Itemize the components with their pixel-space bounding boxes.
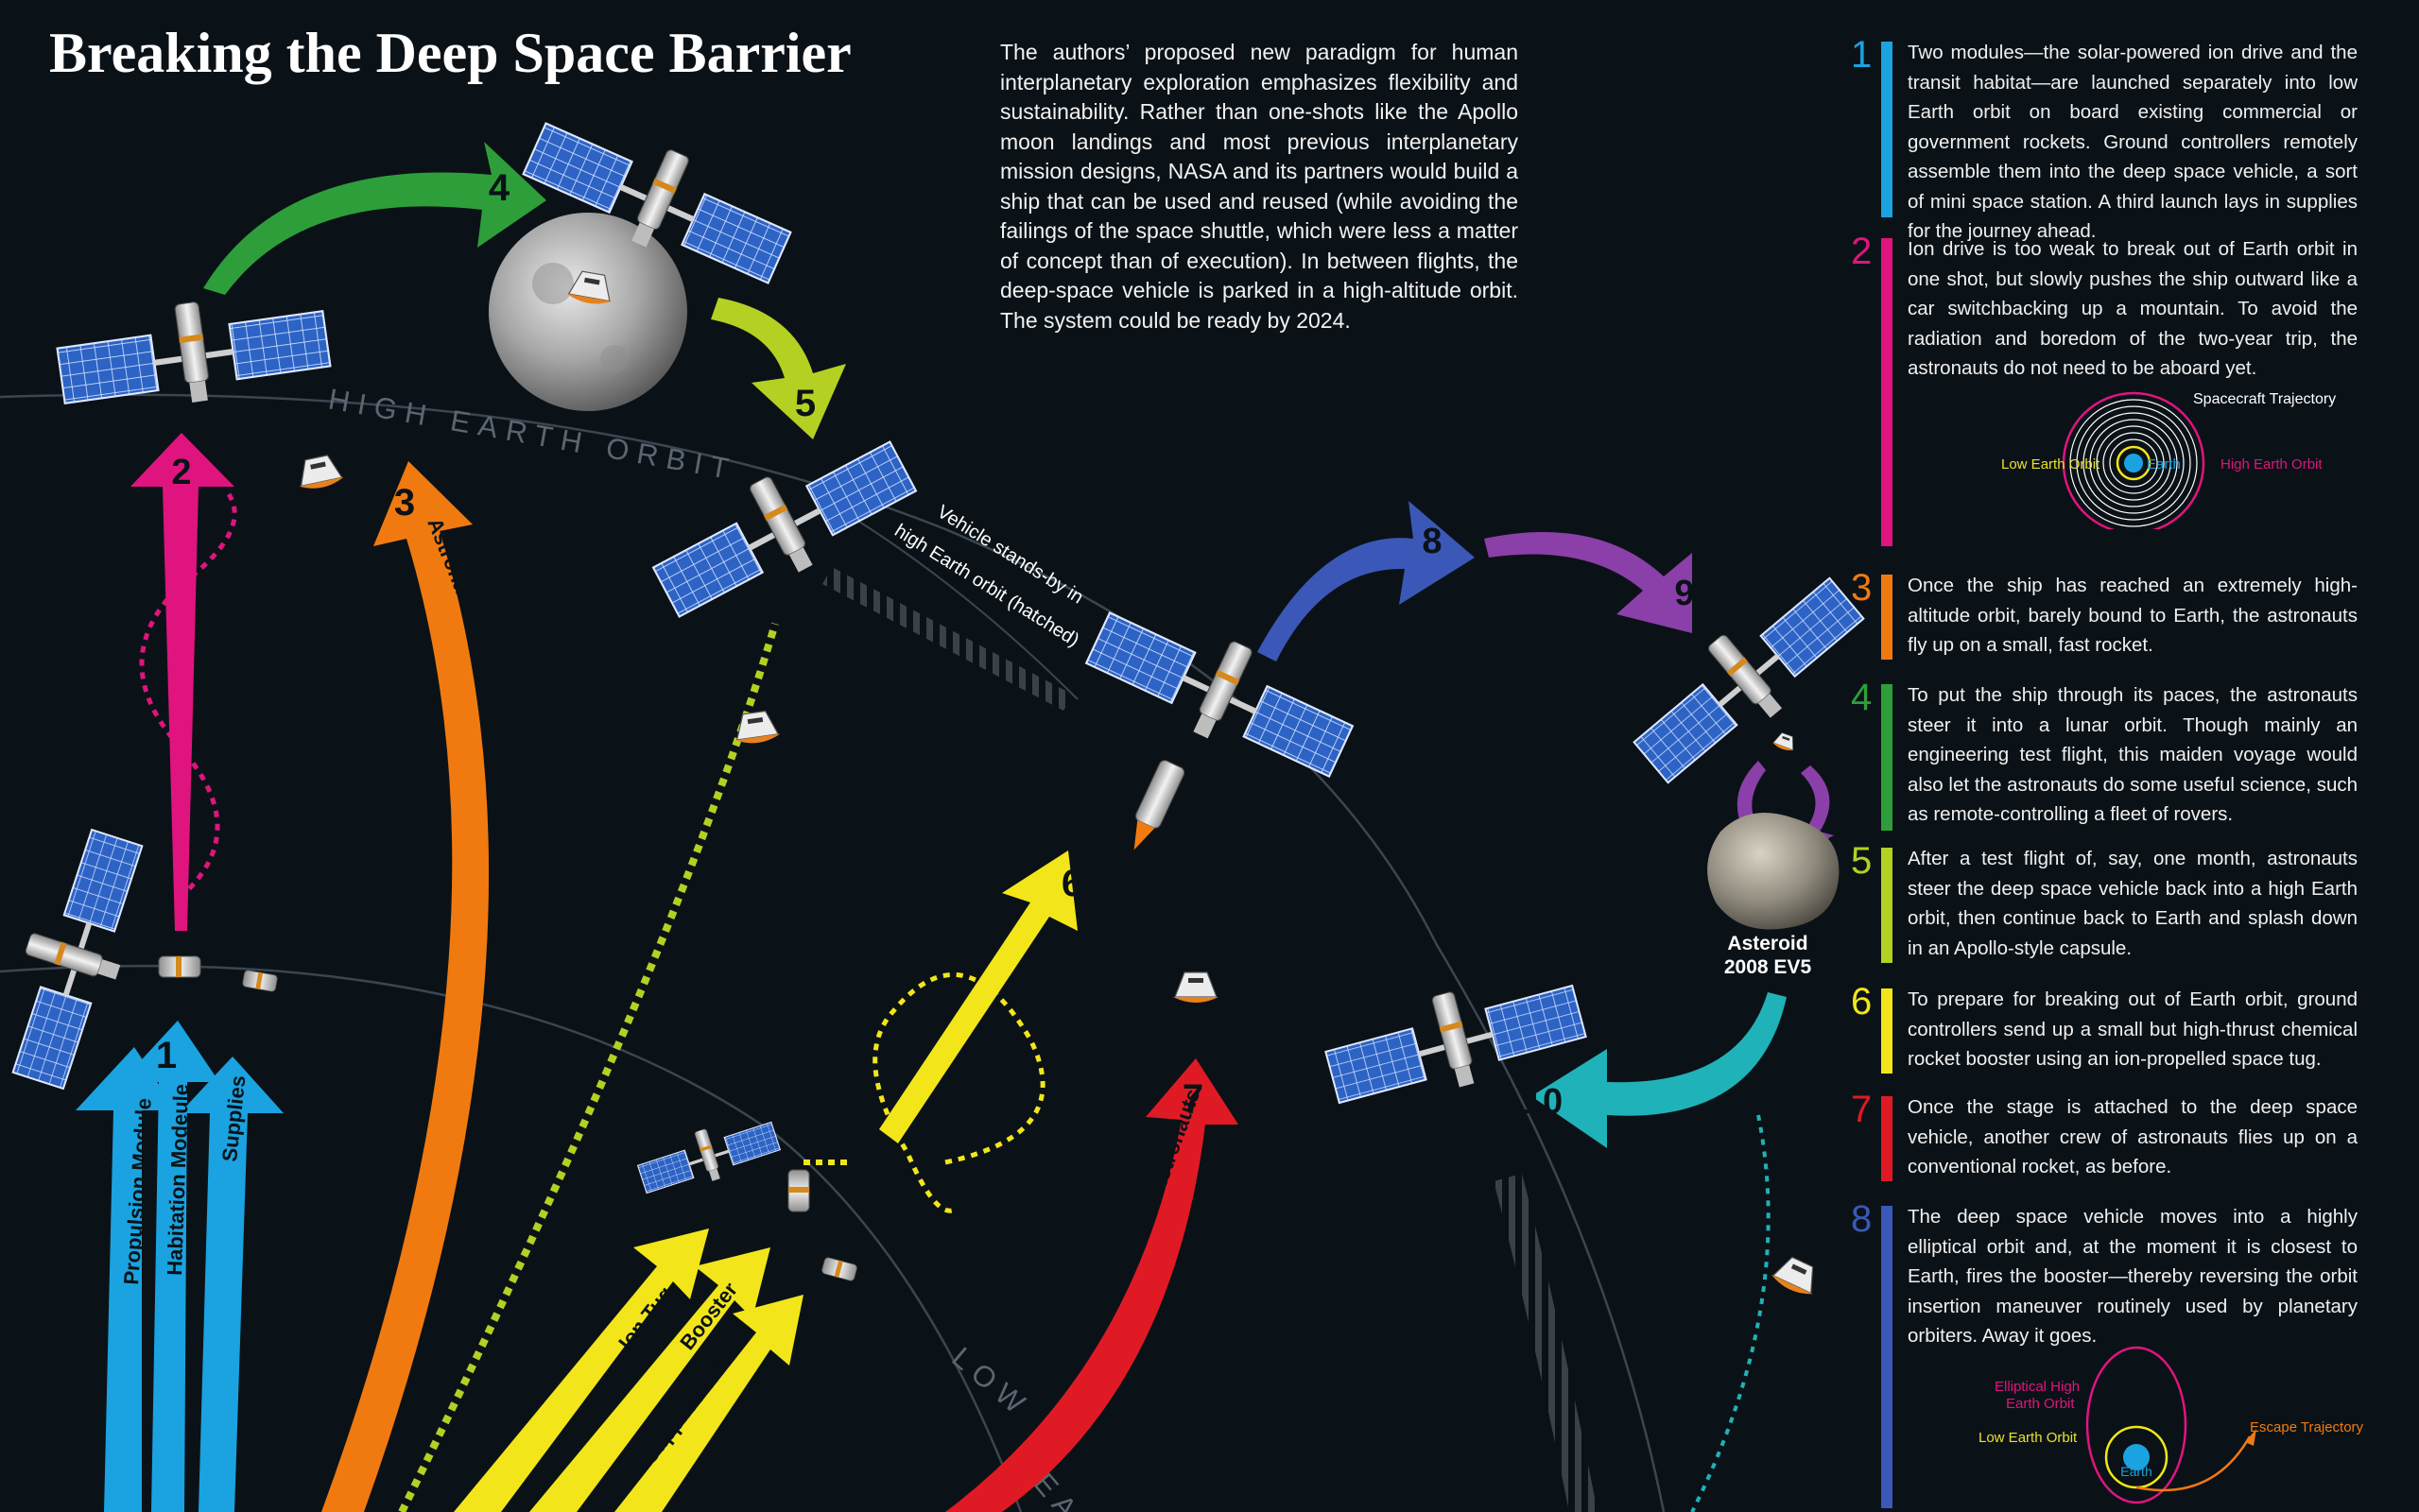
asteroid: [1707, 813, 1840, 930]
escape-earth: Earth: [2120, 1464, 2151, 1479]
step-1-bar: [1881, 42, 1892, 217]
step-7-text: Once the stage is attached to the deep s…: [1908, 1096, 2358, 1177]
standby-hatch-upper: [822, 567, 1073, 711]
moon: [489, 213, 687, 411]
step-3-bar: [1881, 575, 1892, 660]
high-earth-orbit-label: HIGH EARTH ORBIT: [326, 382, 739, 487]
escape-low-orbit: Low Earth Orbit: [1978, 1430, 2078, 1446]
step-3-text: Once the ship has reached an extremely h…: [1908, 575, 2358, 656]
step-1-number: 1: [1851, 34, 1873, 76]
module-tug: [787, 1169, 810, 1212]
escape-inset: Elliptical High Earth Orbit Low Earth Or…: [1978, 1346, 2364, 1504]
step9-arrow: [1484, 532, 1692, 633]
step-4-number: 4: [1851, 677, 1873, 718]
step-4-text: To put the ship through its paces, the a…: [1908, 684, 2358, 825]
step-6-number: 6: [1851, 981, 1873, 1022]
booster-stage: [1133, 760, 1185, 850]
inset-low-orbit: Low Earth Orbit: [2001, 456, 2100, 472]
escape-elliptical: Elliptical High: [1995, 1379, 2080, 1395]
step-8-text: The deep space vehicle moves into a high…: [1908, 1206, 2358, 1347]
capsule-step9: [1771, 730, 1799, 753]
step8-arrow: [1257, 501, 1475, 662]
step1-arrows: [76, 1021, 284, 1512]
step-2-text: Ion drive is too weak to break out of Ea…: [1908, 238, 2358, 379]
step-3-number: 3: [1851, 567, 1873, 609]
step-7-bar: [1881, 1096, 1892, 1181]
step-6-bar: [1881, 988, 1892, 1074]
step-5-text: After a test flight of, say, one month, …: [1908, 848, 2358, 959]
ship-booster: [1078, 587, 1365, 793]
inset-earth: Earth: [2147, 456, 2181, 472]
step1-number: 1: [156, 1035, 177, 1076]
step-5-bar: [1881, 848, 1892, 963]
intro-paragraph: The authors’ proposed new paradigm for h…: [1000, 40, 1518, 333]
step-5: 5 After a test flight of, say, one month…: [1851, 840, 2395, 963]
step6-arrow: [879, 850, 1078, 1143]
step-7-number: 7: [1851, 1089, 1873, 1130]
step3-arrow: [321, 461, 490, 1512]
step-4-bar: [1881, 684, 1892, 831]
asteroid-label-2: 2008 EV5: [1724, 956, 1812, 978]
asteroid-label: Asteroid: [1727, 933, 1807, 954]
step10-arrow: [1531, 992, 1787, 1148]
step-1-text: Two modules—the solar-powered ion drive …: [1908, 42, 2358, 242]
step4-number: 4: [489, 167, 510, 209]
step5-arrow: [711, 298, 846, 439]
capsule-step3: [293, 452, 346, 493]
standby-hatch-lower: [1494, 1174, 1598, 1512]
step9-number: 9: [1674, 574, 1694, 613]
step-2-bar: [1881, 238, 1892, 546]
step-1: 1 Two modules—the solar-powered ion driv…: [1851, 34, 2395, 242]
step4-arrow: [203, 142, 546, 295]
module-supplies: [241, 969, 279, 993]
step-6-text: To prepare for breaking out of Earth orb…: [1908, 988, 2358, 1070]
step7-arrow: [945, 1058, 1238, 1512]
step6-number: 6: [1062, 863, 1082, 904]
step8-number: 8: [1422, 522, 1442, 561]
step-5-number: 5: [1851, 840, 1873, 882]
step10-number: 10: [1523, 1082, 1563, 1122]
step-8: 8 The deep space vehicle moves into a hi…: [1851, 1198, 2395, 1508]
escape-trajectory: Escape Trajectory: [2250, 1419, 2364, 1435]
step-2-number: 2: [1851, 231, 1873, 272]
step-8-number: 8: [1851, 1198, 1873, 1240]
trajectory-inset: Spacecraft Trajectory Low Earth Orbit Ea…: [2001, 391, 2336, 529]
step-2: 2 Ion drive is too weak to break out of …: [1851, 231, 2395, 546]
module-habitat: [158, 955, 201, 978]
capsule-step10: [1768, 1251, 1824, 1300]
step-6: 6 To prepare for breaking out of Earth o…: [1851, 981, 2395, 1074]
step3-number: 3: [394, 482, 415, 524]
step2-number: 2: [171, 453, 191, 492]
escape-elliptical-2: Earth Orbit: [2006, 1396, 2075, 1412]
inset-high-orbit: High Earth Orbit: [2220, 456, 2323, 472]
capsule-step7: [1172, 971, 1219, 1004]
step5-number: 5: [795, 383, 816, 424]
low-earth-orbit-label: LOW: [946, 1341, 1038, 1426]
step10-dashed-path: [1690, 1114, 1771, 1512]
page-title: Breaking the Deep Space Barrier: [49, 22, 852, 84]
step6-wiggle: [873, 972, 1045, 1213]
moon-crater-2: [600, 345, 629, 373]
inset-title: Spacecraft Trajectory: [2193, 391, 2336, 407]
moon-crater: [532, 263, 574, 304]
step-4: 4 To put the ship through its paces, the…: [1851, 677, 2395, 832]
step-7: 7 Once the stage is attached to the deep…: [1851, 1089, 2395, 1182]
step6-yellow-arrows: [454, 1228, 803, 1512]
step-3: 3 Once the ship has reached an extremely…: [1851, 567, 2395, 660]
step3-dashed-path: [398, 622, 779, 1512]
step2-arrow: [130, 433, 234, 931]
step7-number: 7: [1183, 1077, 1203, 1119]
module-pod: [821, 1256, 858, 1282]
step-8-bar: [1881, 1206, 1892, 1508]
